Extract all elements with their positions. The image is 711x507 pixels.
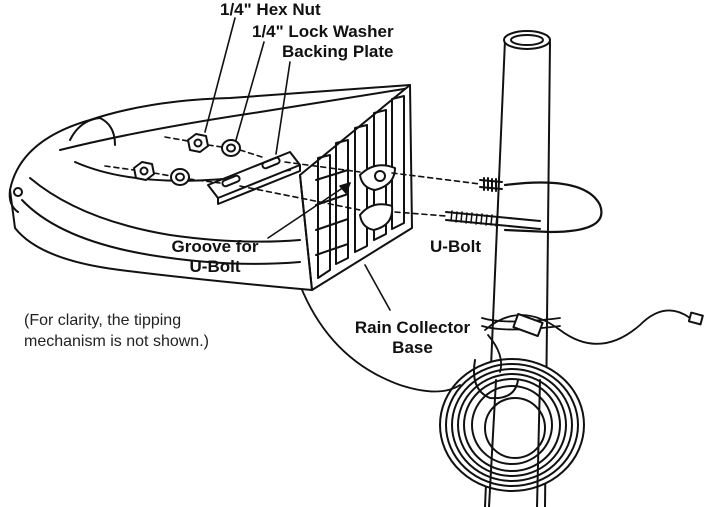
backing-plate-leader [275, 61, 291, 155]
hex-nut-leader [204, 17, 236, 133]
lock-washer-lower [170, 168, 190, 186]
cable-coil [439, 358, 585, 507]
label-rain-base-line2: Base [392, 338, 433, 357]
clarity-note: (For clarity, the tipping mechanism is n… [24, 310, 209, 352]
clarity-note-line1: (For clarity, the tipping [24, 312, 182, 329]
callout-leaders [204, 17, 391, 311]
lock-washer-leader [235, 41, 265, 141]
groove-arrowhead [339, 182, 351, 194]
assembly-guide-lines [104, 136, 481, 217]
label-groove-line1: Groove for [171, 237, 259, 256]
backing-plate [207, 151, 301, 205]
label-rain-base-line1: Rain Collector [354, 318, 471, 337]
label-backing-plate: Backing Plate [282, 42, 394, 61]
hex-nut-lower [133, 161, 155, 181]
hardware [133, 133, 241, 186]
rain-collector-base [299, 84, 413, 291]
u-bolt [445, 177, 603, 234]
label-u-bolt: U-Bolt [430, 237, 481, 256]
label-rain-collector-base: Rain Collector Base [345, 318, 480, 358]
sensor-cable [299, 284, 704, 393]
clarity-note-line2: mechanism is not shown.) [24, 333, 209, 350]
label-lock-washer: 1/4" Lock Washer [252, 22, 394, 41]
label-groove-for-u-bolt: Groove for U-Bolt [160, 237, 270, 277]
hex-nut-upper [187, 133, 209, 153]
label-groove-line2: U-Bolt [189, 257, 241, 276]
label-hex-nut: 1/4" Hex Nut [220, 0, 321, 19]
rain-base-leader [364, 264, 391, 311]
lock-washer-upper [221, 139, 241, 157]
groove-leader [267, 182, 351, 239]
